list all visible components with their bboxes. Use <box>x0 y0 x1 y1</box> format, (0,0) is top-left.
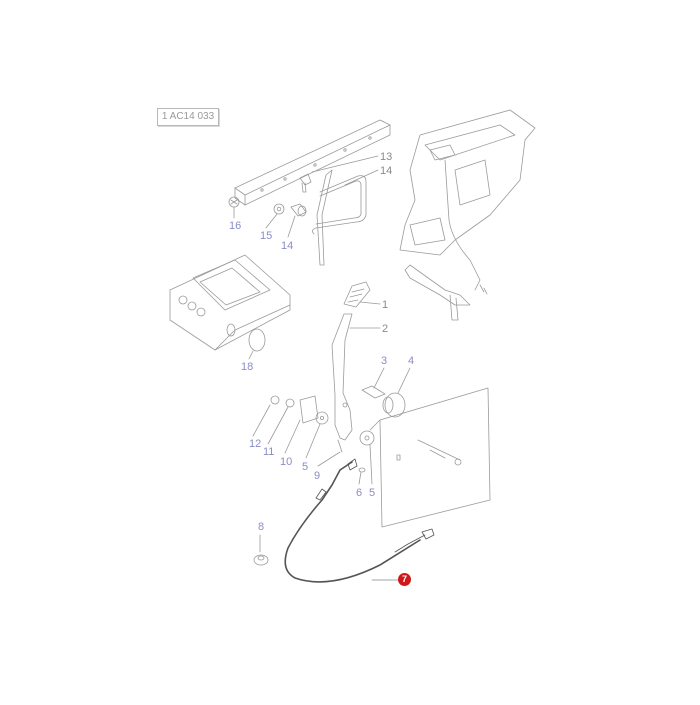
callout-5a[interactable]: 5 <box>302 461 309 473</box>
callout-2[interactable]: 2 <box>382 323 389 335</box>
part-4-stop <box>382 367 411 418</box>
callout-1[interactable]: 1 <box>382 299 389 311</box>
callout-13[interactable]: 13 <box>380 151 393 163</box>
part-2-pedal-arm <box>331 313 381 441</box>
part-18-cap <box>248 328 266 360</box>
callout-4[interactable]: 4 <box>408 355 415 367</box>
part-7-cable <box>284 458 435 583</box>
callout-9[interactable]: 9 <box>314 470 321 482</box>
frame-rail <box>234 119 391 206</box>
part-16-washer <box>265 203 285 229</box>
callout-11[interactable]: 11 <box>263 446 275 458</box>
left-console <box>169 254 291 351</box>
lever-bracket <box>316 169 333 266</box>
part-14-u-bar <box>312 169 379 235</box>
callout-12[interactable]: 12 <box>249 438 262 450</box>
reference-code-box: 1 AC14 033 <box>157 108 219 126</box>
part-8-grommet <box>253 534 269 566</box>
callout-15[interactable]: 14 <box>281 240 294 252</box>
part-1-pedal-pad <box>343 281 381 308</box>
callout-5b[interactable]: 5 <box>369 487 376 499</box>
part-3-spacer <box>361 367 386 399</box>
pivot-hardware <box>252 395 375 485</box>
callout-8[interactable]: 8 <box>258 521 265 533</box>
cab-console <box>399 109 536 295</box>
callout-16[interactable]: 15 <box>260 230 273 242</box>
throttle-linkage <box>404 264 471 321</box>
part-15-bushing <box>287 203 307 238</box>
callout-7-highlighted[interactable]: 7 <box>398 573 411 586</box>
callout-14[interactable]: 14 <box>380 165 393 177</box>
callout-10[interactable]: 10 <box>280 456 293 468</box>
callout-18[interactable]: 18 <box>241 361 254 373</box>
part-17-bolt <box>228 196 240 219</box>
part-13-switch <box>299 155 379 193</box>
callout-6[interactable]: 6 <box>356 487 363 499</box>
mounting-plate <box>369 387 491 528</box>
callout-3[interactable]: 3 <box>381 355 388 367</box>
callout-17[interactable]: 16 <box>229 220 242 232</box>
